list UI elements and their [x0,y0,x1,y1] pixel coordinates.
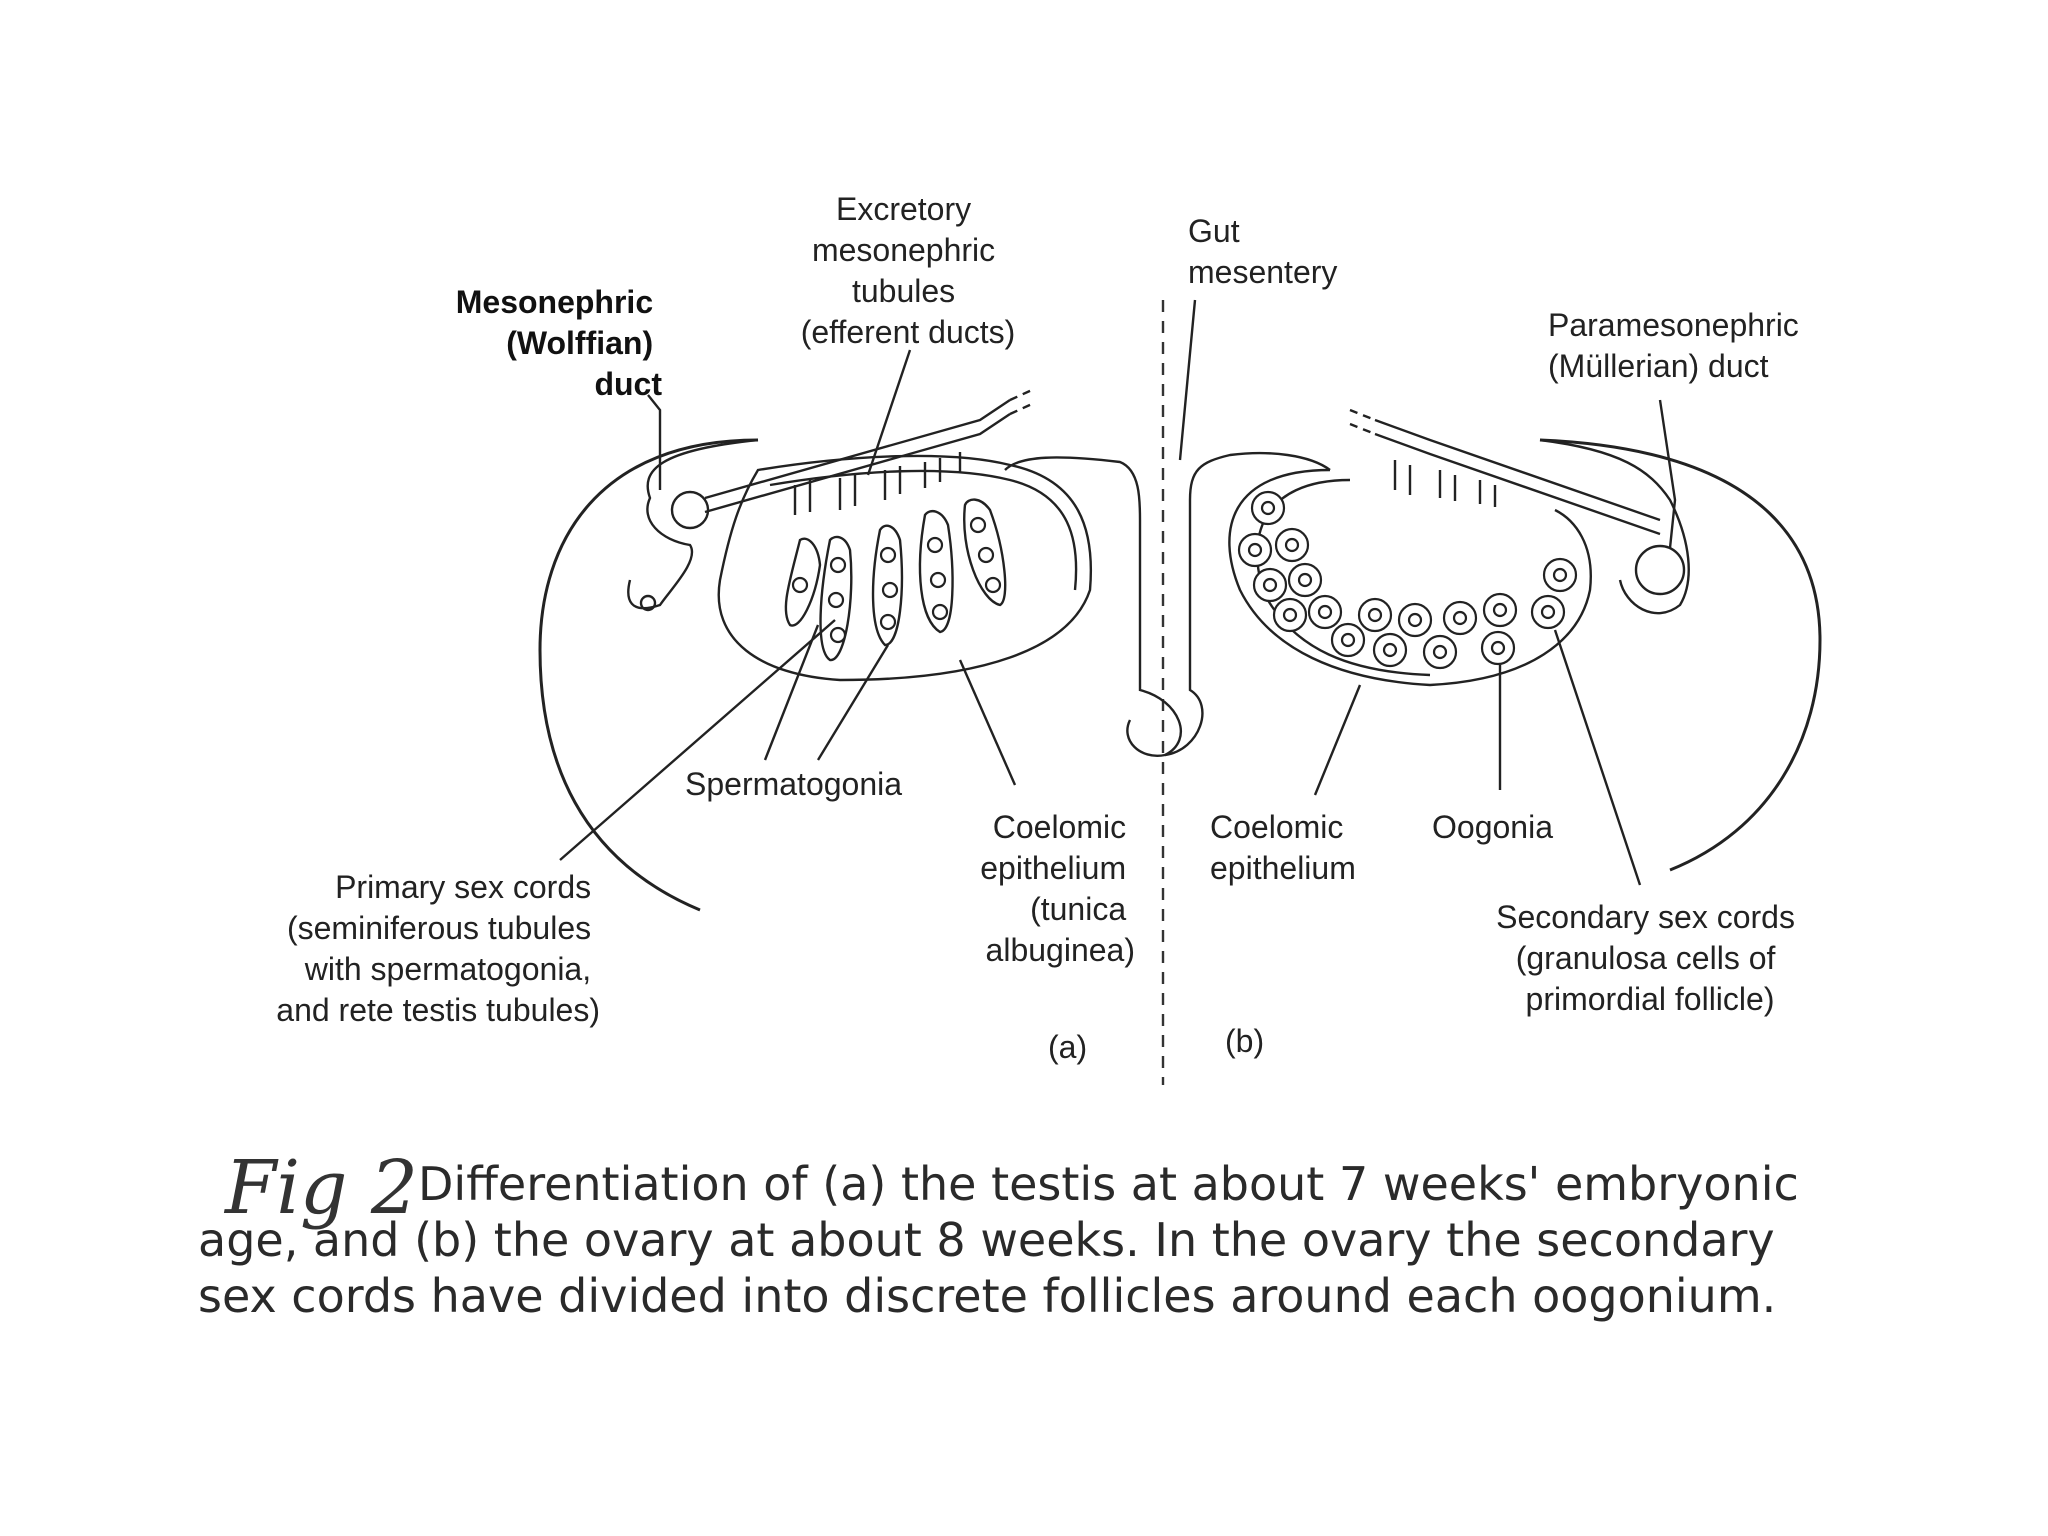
mesonephric-duct-label: Mesonephric (Wolffian) duct [456,284,663,402]
primary-sex-cords [784,498,1007,662]
small-tubule-circle [639,594,657,612]
excretory-tubules-label: Excretory mesonephric tubules (efferent … [801,191,1016,350]
caption-line-1: Differentiation of (a) the testis at abo… [418,1157,1799,1211]
oogonia-label: Oogonia [1432,809,1553,845]
secondary-sex-cords-label: Secondary sex cords (granulosa cells of … [1496,899,1804,1017]
coelomic-epithelium-b-label: Coelomic epithelium [1210,809,1356,886]
testis-drawing [538,388,1093,912]
panel-a-label: (a) [1048,1029,1087,1065]
paramesonephric-duct-shape [1634,544,1686,596]
caption-line-2: age, and (b) the ovary at about 8 weeks.… [198,1213,1775,1267]
primary-sex-cords-label: Primary sex cords (seminiferous tubules … [276,869,600,1028]
gut-mesentery-label: Gut mesentery [1188,213,1337,290]
caption-line-3: sex cords have divided into discrete fol… [198,1269,1776,1323]
gut-mesentery-drawing [1004,451,1331,757]
spermatogonia-label: Spermatogonia [685,766,902,802]
paramesonephric-duct-label: Paramesonephric (Müllerian) duct [1548,307,1808,384]
ovary-drawing [1228,408,1822,872]
figure-mark: Fig 2 [223,1145,418,1231]
coelomic-epithelium-a-label: Coelomic epithelium (tunica albuginea) [980,809,1135,968]
panel-b-label: (b) [1225,1023,1264,1059]
mesonephric-duct-shape [670,490,710,530]
leader-lines [559,299,1677,886]
oogonia-follicles [1237,490,1578,670]
